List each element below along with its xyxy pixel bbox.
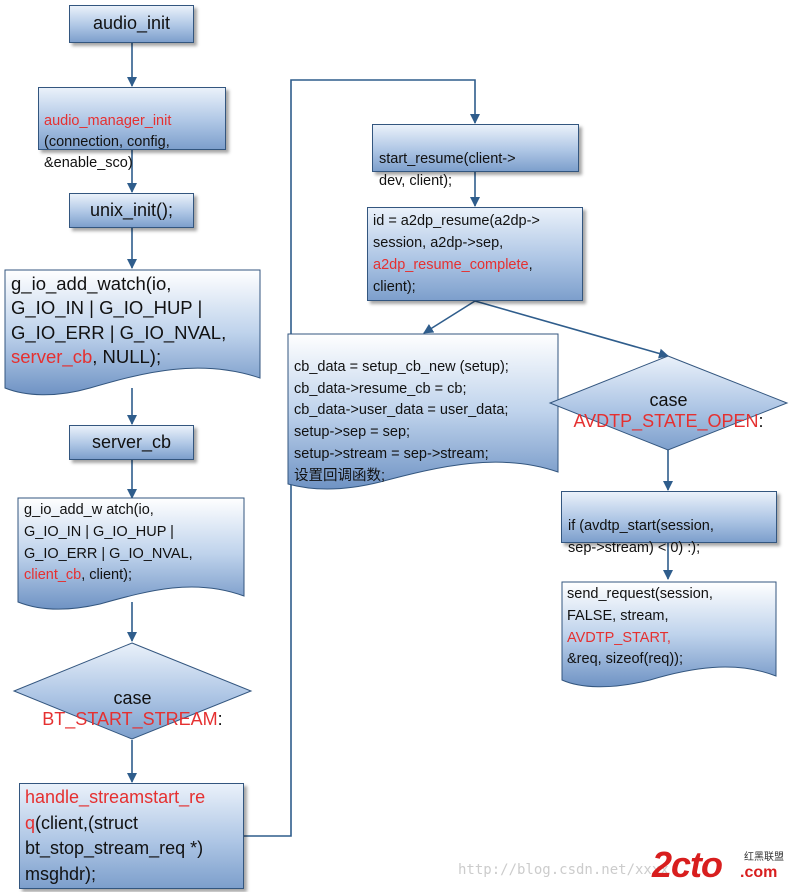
node-avdtp-start-label: if (avdtp_start(session, sep->stream) < … [568,517,714,556]
node-g-io-add-watch-server-post: , NULL); [92,346,162,368]
node-case-avdtp-state-open-colon: : [758,411,764,432]
node-server-cb: server_cb [69,425,194,460]
node-g-io-add-watch-server-pre: g_io_add_watch(io, G_IO_IN | G_IO_HUP | … [11,273,227,343]
node-a2dp-resume-pre: id = a2dp_resume(a2dp-> session, a2dp->s… [373,213,540,252]
node-a2dp-resume: id = a2dp_resume(a2dp-> session, a2dp->s… [367,207,583,301]
doc-shape-add-watch-server [4,269,261,396]
node-client-cb-ref: client_cb [24,567,82,584]
node-start-resume-label: start_resume(client-> dev, client); [379,150,516,189]
arrow-a2dp-resume-to-setup-cb [423,300,476,334]
arrow-a2dp-resume-to-case-open [474,300,669,359]
doc-shape-add-watch-client [17,497,245,610]
node-g-io-add-watch-server: g_io_add_watch(io, G_IO_IN | G_IO_HUP | … [11,272,259,370]
node-case-bt-start-stream-keyword: case [113,687,152,708]
node-avdtp-start: if (avdtp_start(session, sep->stream) < … [561,491,777,556]
node-case-bt-start-stream-colon: : [217,709,223,730]
node-g-io-add-watch-client-pre: g_io_add_w atch(io, G_IO_IN | G_IO_HUP |… [24,502,193,562]
doc-shape-send-request [561,581,777,688]
node-g-io-add-watch-client-post: , client); [81,567,132,584]
watermark-url: http://blog.csdn.net/xxxx [458,862,669,878]
node-handle-streamstart-req-args: (client,(struct bt_stop_stream_req *) ms… [25,812,204,884]
node-case-avdtp-state-open-value: AVDTP_STATE_OPEN [573,411,759,432]
arrow-handle-to-start-resume [244,79,480,837]
site-logo-mark: 2cto [652,844,723,885]
site-logo-suffix: .com [740,864,778,881]
node-audio-init: audio_init [69,5,194,43]
node-setup-cb-new-text: cb_data = setup_cb_new (setup); cb_data-… [294,358,509,484]
site-logo-chinese: 红黑联盟 [744,852,784,863]
node-case-avdtp-state-open-keyword: case [649,389,688,410]
node-send-request: send_request(session, FALSE, stream, AVD… [567,584,777,671]
site-logo: 2cto .com 红黑联盟 [652,844,790,890]
node-start-resume: start_resume(client-> dev, client); [372,124,579,189]
node-handle-streamstart-req: handle_streamstart_re q(client,(struct b… [19,783,244,889]
node-send-request-post: &req, sizeof(req)); [567,651,684,668]
node-audio-manager-init-fn: audio_manager_init [44,113,172,130]
node-setup-cb-new: cb_data = setup_cb_new (setup); cb_data-… [294,335,558,487]
node-handle-streamstart-req-fn: handle_streamstart_re q [25,787,206,833]
node-a2dp-resume-complete-ref: a2dp_resume_complete [373,257,529,274]
node-case-bt-start-stream-value: BT_START_STREAM [42,709,218,730]
node-server-cb-ref: server_cb [11,346,93,368]
node-unix-init: unix_init(); [69,193,194,228]
node-audio-init-label: audio_init [92,13,171,34]
node-unix-init-label: unix_init(); [89,199,174,220]
node-audio-manager-init-args: (connection, config, &enable_sco) [44,134,170,172]
decision-shape-avdtp-state-open [548,355,789,451]
decision-shape-bt-start-stream [12,642,253,740]
doc-shape-setup-cb [287,333,559,490]
node-a2dp-resume-post: , client); [373,257,533,296]
node-audio-manager-init: audio_manager_init (connection, config, &… [38,87,226,171]
node-send-request-pre: send_request(session, FALSE, stream, [567,586,713,624]
node-server-cb-label: server_cb [91,431,172,452]
node-avdtp-start-constant: AVDTP_START, [567,629,671,646]
node-g-io-add-watch-client: g_io_add_w atch(io, G_IO_IN | G_IO_HUP |… [24,500,244,587]
